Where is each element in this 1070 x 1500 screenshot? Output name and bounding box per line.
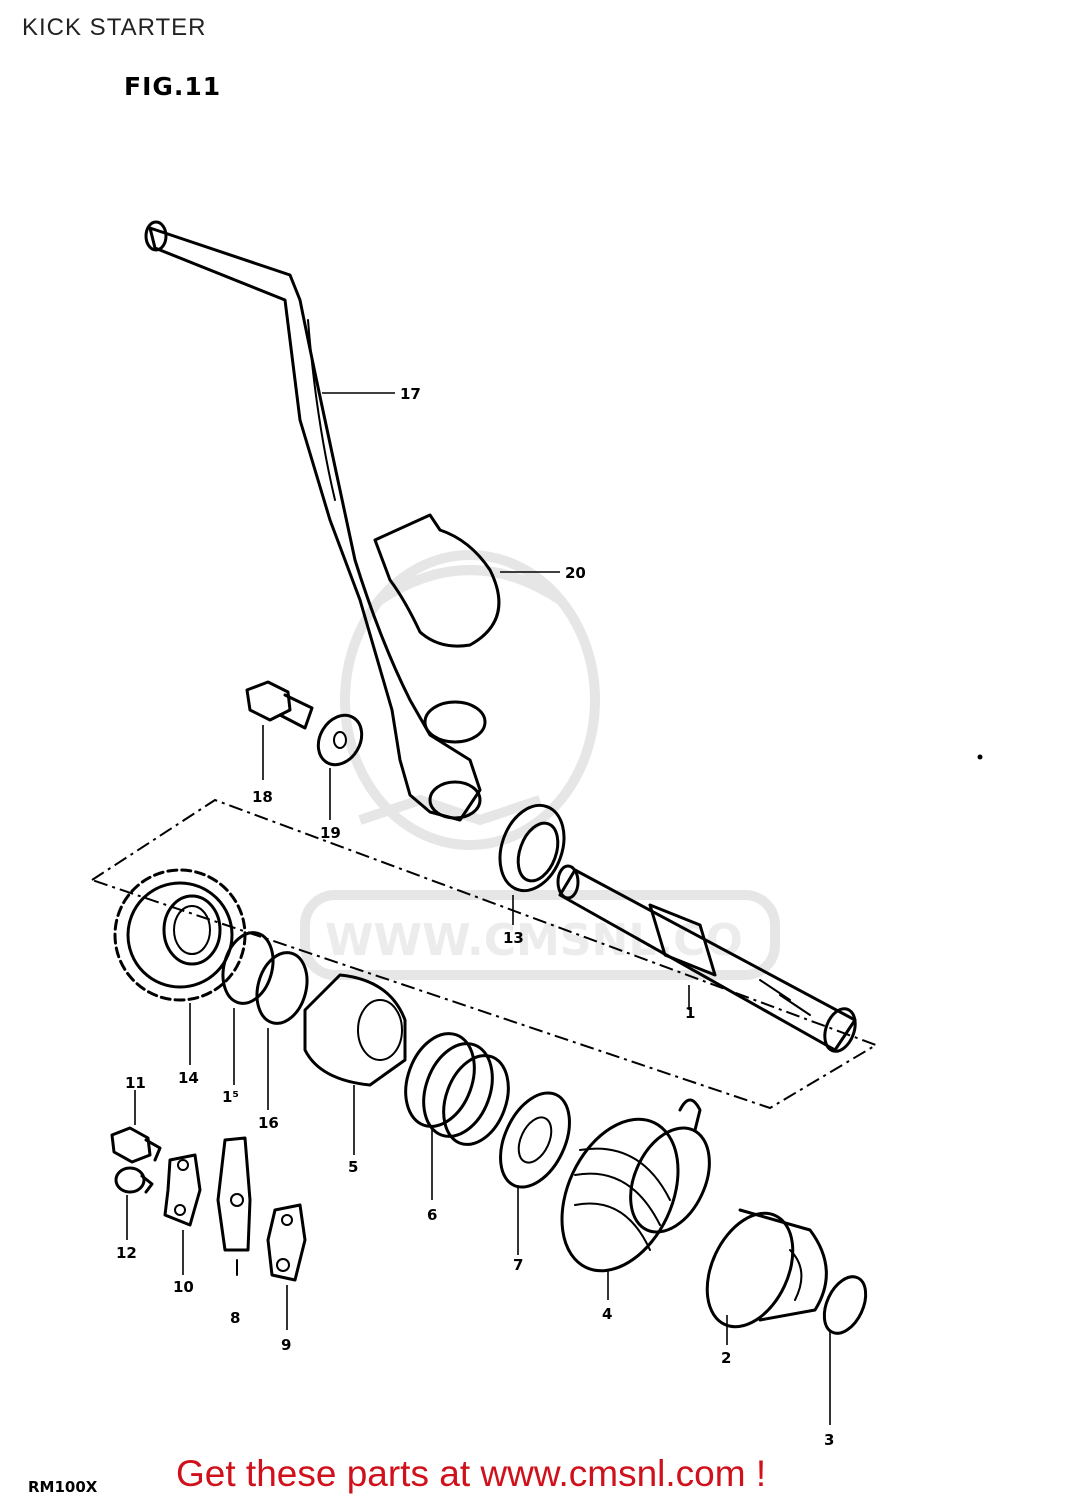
figure-label: FIG.11 bbox=[124, 72, 222, 101]
callout-7: 7 bbox=[513, 1256, 523, 1274]
buy-parts-link[interactable]: Get these parts at www.cmsnl.com ! bbox=[176, 1453, 767, 1494]
callout-9: 9 bbox=[281, 1336, 291, 1354]
callouts: 17 20 18 19 13 1 14 1⁵ 16 5 6 7 4 2 3 11… bbox=[116, 385, 834, 1449]
gear-part-14[interactable] bbox=[113, 868, 247, 1002]
spring-part-6[interactable] bbox=[394, 1024, 520, 1154]
washer-part-7[interactable] bbox=[487, 1082, 584, 1198]
watermark-url: WWW.CMSNL.CO bbox=[325, 915, 743, 966]
callout-12: 12 bbox=[116, 1244, 137, 1262]
callout-6: 6 bbox=[427, 1206, 437, 1224]
model-code-label: RM100X bbox=[28, 1478, 98, 1496]
return-spring-part-4[interactable] bbox=[539, 1098, 725, 1289]
callout-14: 14 bbox=[178, 1069, 199, 1087]
boot-part-20[interactable] bbox=[373, 513, 501, 648]
callout-3: 3 bbox=[824, 1431, 834, 1449]
plate-part-10[interactable] bbox=[163, 1153, 202, 1227]
bolt-part-18[interactable] bbox=[245, 680, 314, 730]
callout-5: 5 bbox=[348, 1158, 358, 1176]
callout-13: 13 bbox=[503, 929, 524, 947]
callout-19: 19 bbox=[320, 824, 341, 842]
callout-1: 1 bbox=[685, 1004, 695, 1022]
stray-dot bbox=[977, 754, 983, 760]
lever-part-8[interactable] bbox=[216, 1136, 252, 1276]
page-title: KICK STARTER bbox=[22, 14, 207, 41]
screw-part-12[interactable] bbox=[114, 1166, 154, 1194]
kick-shaft-part-1[interactable] bbox=[556, 864, 861, 1055]
spring-guide-part-5[interactable] bbox=[303, 973, 407, 1087]
callout-15: 1⁵ bbox=[222, 1088, 239, 1106]
oil-seal-part-13[interactable] bbox=[489, 796, 575, 899]
callout-16: 16 bbox=[258, 1114, 279, 1132]
callout-10: 10 bbox=[173, 1278, 194, 1296]
callout-11: 11 bbox=[125, 1074, 146, 1092]
collar-part-2[interactable] bbox=[690, 1200, 828, 1341]
callout-17: 17 bbox=[400, 385, 421, 403]
leader-lines bbox=[126, 392, 831, 1425]
callout-4: 4 bbox=[602, 1305, 612, 1323]
callout-18: 18 bbox=[252, 788, 273, 806]
circlip-part-15[interactable] bbox=[216, 927, 281, 1009]
callout-8: 8 bbox=[230, 1309, 240, 1327]
kick-lever-part-17[interactable] bbox=[144, 220, 487, 822]
bolt-part-11[interactable] bbox=[110, 1126, 162, 1164]
callout-2: 2 bbox=[721, 1349, 731, 1367]
circlip-part-3[interactable] bbox=[816, 1270, 874, 1340]
circlip-part-16[interactable] bbox=[250, 947, 315, 1029]
callout-20: 20 bbox=[565, 564, 586, 582]
plate-part-9[interactable] bbox=[266, 1203, 307, 1282]
washer-part-19[interactable] bbox=[310, 707, 371, 772]
